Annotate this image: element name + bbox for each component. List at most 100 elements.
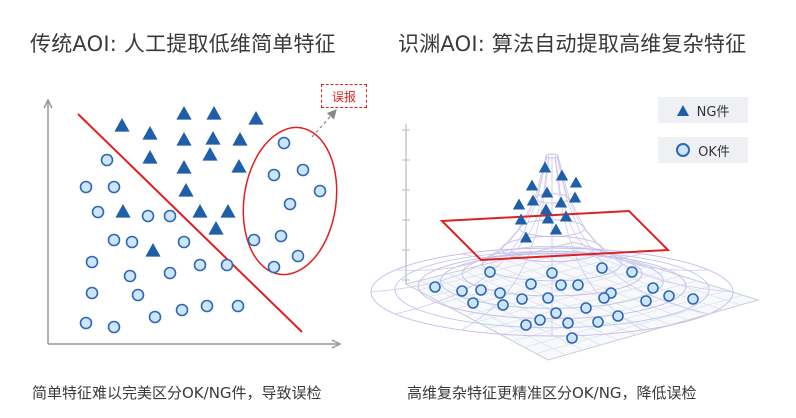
ok-circle-marker bbox=[141, 209, 155, 223]
ok-circle-marker bbox=[148, 310, 162, 324]
ok-circle-marker bbox=[175, 303, 189, 317]
ok-circle-marker bbox=[520, 319, 532, 331]
ok-circle-marker bbox=[555, 279, 567, 291]
ng-triangle-marker bbox=[538, 161, 552, 173]
ok-circle-marker bbox=[572, 279, 584, 291]
ok-circle-marker bbox=[640, 295, 652, 307]
legend-ok-label: OK件 bbox=[698, 144, 730, 160]
right-panel-title: 识渊AOI: 算法自动提取高维复杂特征 bbox=[398, 32, 747, 56]
ok-circle-marker bbox=[475, 284, 487, 296]
ok-circle-marker bbox=[91, 205, 105, 219]
right-bell-surface bbox=[370, 153, 734, 337]
right-panel-caption: 高维复杂特征更精准区分OK/NG，降低误检 bbox=[407, 384, 697, 402]
bell-meridian bbox=[556, 154, 709, 271]
ng-triangle-marker bbox=[549, 223, 563, 235]
ok-circle-marker bbox=[494, 287, 506, 299]
right-z-axis-ticks bbox=[402, 129, 410, 281]
ng-triangle-marker bbox=[176, 132, 192, 146]
ng-triangle-marker bbox=[554, 196, 568, 208]
ng-triangle-marker bbox=[514, 213, 528, 225]
ng-triangle-marker bbox=[142, 150, 158, 164]
right-3d-plot bbox=[370, 124, 760, 361]
bell-meridian bbox=[556, 156, 709, 315]
ok-circle-marker bbox=[484, 266, 496, 278]
ok-circle-marker bbox=[220, 258, 234, 272]
ng-triangle-marker bbox=[541, 212, 555, 224]
ng-triangle-marker bbox=[555, 169, 569, 181]
ng-triangle-marker bbox=[569, 176, 583, 188]
ng-triangle-marker bbox=[176, 160, 192, 174]
ok-circle-marker bbox=[546, 267, 558, 279]
ng-triangle-marker bbox=[202, 147, 218, 161]
ng-triangle-marker bbox=[519, 231, 533, 243]
ok-circle-marker bbox=[429, 281, 441, 293]
legend-ok: OK件 bbox=[658, 137, 748, 163]
ok-circle-marker bbox=[291, 249, 305, 263]
ok-circle-marker bbox=[516, 293, 528, 305]
callout-leader-line bbox=[311, 109, 337, 138]
left-scatter-plot bbox=[43, 98, 342, 349]
ng-triangle-marker bbox=[178, 183, 194, 197]
ok-circle-marker bbox=[663, 290, 675, 302]
ok-circle-marker bbox=[562, 317, 574, 329]
false-alarm-callout: 误报 bbox=[321, 84, 367, 108]
ng-triangle-marker bbox=[232, 132, 248, 146]
ok-circle-marker bbox=[100, 153, 114, 167]
misclassified-region-ellipse bbox=[242, 126, 338, 276]
ng-triangle-marker bbox=[208, 221, 224, 235]
ok-circle-marker bbox=[267, 168, 281, 182]
ng-triangle-marker bbox=[568, 191, 582, 203]
triangle-icon bbox=[676, 104, 689, 116]
right-ng-markers bbox=[512, 161, 583, 243]
ng-triangle-marker bbox=[526, 194, 540, 206]
ok-circle-marker bbox=[125, 235, 139, 249]
ok-circle-marker bbox=[131, 288, 145, 302]
left-x-axis-arrow-icon bbox=[331, 339, 342, 349]
ng-triangle-marker bbox=[205, 131, 221, 145]
ng-triangle-marker bbox=[145, 243, 161, 257]
left-y-axis-arrow-icon bbox=[43, 98, 53, 109]
ng-triangle-marker bbox=[512, 198, 526, 210]
ok-circle-marker bbox=[596, 262, 608, 274]
ng-triangle-marker bbox=[176, 106, 192, 120]
left-panel-caption: 简单特征难以完美区分OK/NG件，导致误检 bbox=[32, 384, 322, 402]
ok-circle-marker bbox=[163, 266, 177, 280]
ok-circle-marker bbox=[598, 292, 610, 304]
ok-circle-marker bbox=[107, 233, 121, 247]
ok-circle-marker bbox=[626, 266, 638, 278]
ok-circle-marker bbox=[79, 316, 93, 330]
ng-triangle-marker bbox=[231, 159, 247, 173]
ng-triangle-marker bbox=[248, 111, 264, 125]
ok-circle-marker bbox=[456, 285, 468, 297]
ok-circle-marker bbox=[247, 233, 261, 247]
ok-circle-marker bbox=[566, 332, 578, 344]
ok-circle-marker bbox=[467, 297, 479, 309]
legend-ng-label: NG件 bbox=[696, 104, 730, 120]
ok-circle-marker bbox=[107, 320, 121, 334]
bell-meridian bbox=[461, 157, 550, 331]
floor-grid-line bbox=[536, 294, 743, 355]
bell-meridian bbox=[461, 154, 550, 259]
legend-ng: NG件 bbox=[658, 97, 748, 123]
ok-circle-marker bbox=[647, 282, 659, 294]
ng-triangle-marker bbox=[206, 106, 222, 120]
ok-circle-marker bbox=[277, 136, 291, 150]
ng-triangle-marker bbox=[220, 204, 236, 218]
bell-meridian bbox=[370, 155, 547, 293]
circle-icon bbox=[676, 143, 691, 157]
ok-circle-marker bbox=[497, 299, 509, 311]
ok-circle-marker bbox=[550, 307, 562, 319]
ok-circle-marker bbox=[193, 258, 207, 272]
ok-circle-marker bbox=[580, 302, 592, 314]
ok-circle-marker bbox=[274, 229, 288, 243]
ok-circle-marker bbox=[85, 286, 99, 300]
ok-circle-marker bbox=[107, 180, 121, 194]
left-ng-markers bbox=[114, 106, 264, 257]
ok-circle-marker bbox=[267, 260, 281, 274]
left-decision-boundary bbox=[77, 113, 303, 333]
ok-circle-marker bbox=[612, 310, 624, 322]
ok-circle-marker bbox=[296, 163, 310, 177]
ok-circle-marker bbox=[123, 269, 137, 283]
left-ok-markers bbox=[79, 136, 327, 334]
ok-circle-marker bbox=[177, 235, 191, 249]
